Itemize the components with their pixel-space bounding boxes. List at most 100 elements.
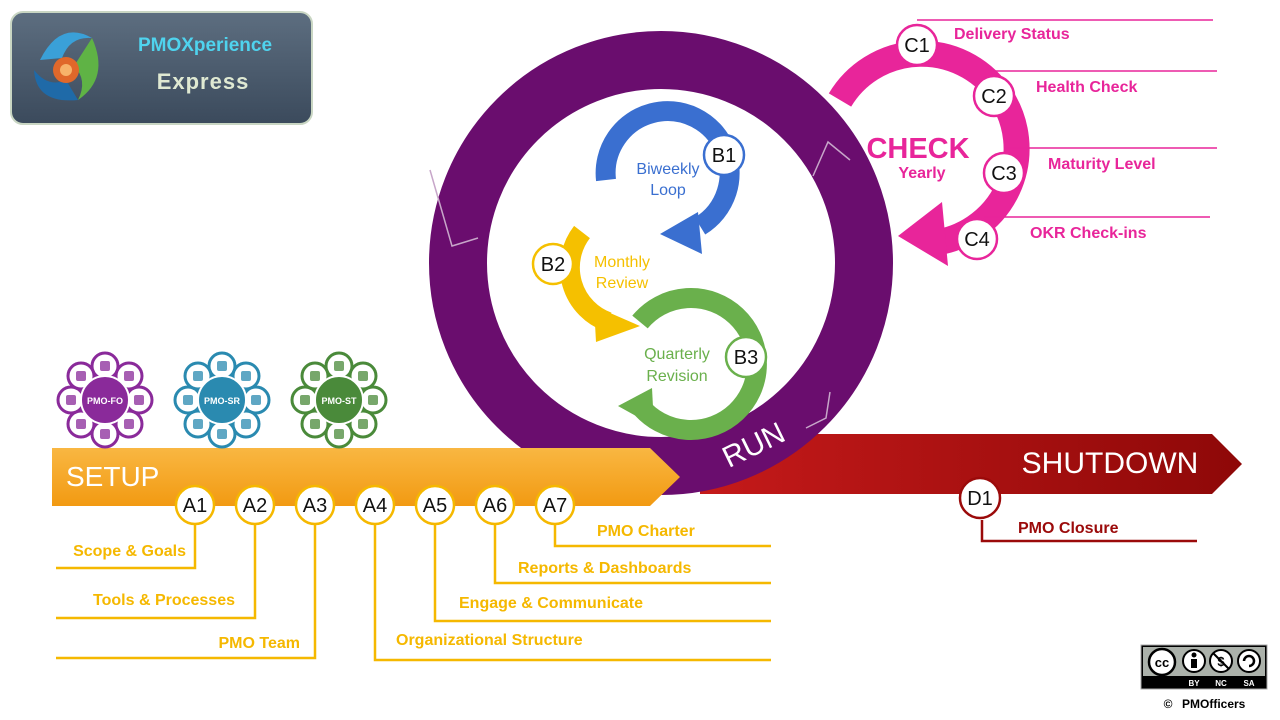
run-ring-arrowhead-bottom xyxy=(805,391,831,429)
node-c1-circle xyxy=(895,23,939,67)
node-c4-circle xyxy=(955,217,999,261)
node-a3-circle xyxy=(294,484,336,526)
node-b2[interactable]: B2 xyxy=(531,242,575,286)
node-b1[interactable]: B1 xyxy=(702,133,746,177)
node-b3-text-line1: Quarterly xyxy=(644,346,710,363)
badge-petal-glyph-icon xyxy=(368,395,378,405)
node-a6-text: Reports & Dashboards xyxy=(518,560,691,577)
node-a1-text: Scope & Goals xyxy=(73,543,186,560)
logo-title: PMOXperience xyxy=(138,35,272,56)
badge-core xyxy=(197,375,247,425)
node-c1-id: C1 xyxy=(904,35,930,57)
node-a5-id: A5 xyxy=(423,495,447,517)
badge-petal-glyph-icon xyxy=(217,429,227,439)
node-a2-text: Tools & Processes xyxy=(93,592,235,609)
badge-petal-glyph-icon xyxy=(241,371,251,381)
setup-connectors xyxy=(56,522,771,662)
node-c4-text: OKR Check-ins xyxy=(1030,225,1147,242)
logo-background xyxy=(10,11,313,125)
node-c2-text: Health Check xyxy=(1036,79,1137,96)
node-a3-text: PMO Team xyxy=(219,635,301,652)
badge-petal-glyph-icon xyxy=(100,361,110,371)
license-sa: SA xyxy=(1243,679,1254,688)
node-c3[interactable]: C3 xyxy=(982,151,1026,195)
badge-petal-glyph-icon xyxy=(358,371,368,381)
cc-license-badge: cc $ BY NC SA © PMOfficers xyxy=(1140,644,1268,711)
node-b2-id: B2 xyxy=(541,254,565,276)
node-c1[interactable]: C1 xyxy=(895,23,939,67)
node-a6[interactable]: A6 xyxy=(474,484,516,526)
node-a1[interactable]: A1 xyxy=(174,484,216,526)
check-arrowhead xyxy=(898,202,948,266)
badge-petal-glyph-icon xyxy=(310,371,320,381)
node-c3-circle xyxy=(982,151,1026,195)
node-a6-circle xyxy=(474,484,516,526)
node-c2[interactable]: C2 xyxy=(972,74,1016,118)
connector-a4 xyxy=(373,522,771,662)
node-c3-id: C3 xyxy=(991,163,1017,185)
badge-petal-glyph-icon xyxy=(124,371,134,381)
copyright-symbol: © xyxy=(1164,697,1173,711)
badge-petal-glyph-icon xyxy=(358,419,368,429)
node-a1-circle xyxy=(174,484,216,526)
sa-icon xyxy=(1237,649,1261,673)
connector-d1 xyxy=(980,520,1197,543)
badge-core xyxy=(314,375,364,425)
badge-petal-glyph-icon xyxy=(124,419,134,429)
check-sublabel: Yearly xyxy=(898,165,945,182)
node-a5-circle xyxy=(414,484,456,526)
node-a2-id: A2 xyxy=(243,495,267,517)
badge-label: PMO-FO xyxy=(87,396,123,406)
badge-petal-glyph-icon xyxy=(334,361,344,371)
node-b1-circle xyxy=(702,133,746,177)
node-c2-circle xyxy=(972,74,1016,118)
node-a6-id: A6 xyxy=(483,495,507,517)
connector-a1 xyxy=(56,522,197,570)
node-a3[interactable]: A3 xyxy=(294,484,336,526)
node-b3-id: B3 xyxy=(734,347,758,369)
shutdown-phase: SHUTDOWN xyxy=(700,434,1242,494)
node-b2-text-line2: Review xyxy=(596,275,649,292)
connector-a7 xyxy=(553,522,771,548)
node-b3[interactable]: B3 xyxy=(724,335,768,379)
badge-petal-glyph-icon xyxy=(193,419,203,429)
node-a1-id: A1 xyxy=(183,495,207,517)
badge-petal-glyph-icon xyxy=(217,361,227,371)
by-icon-body xyxy=(1191,659,1197,668)
check-label: CHECK xyxy=(866,133,969,165)
connector-a3 xyxy=(56,522,317,660)
node-a2[interactable]: A2 xyxy=(234,484,276,526)
b1-loop-arrowhead xyxy=(660,212,702,254)
node-d1-id: D1 xyxy=(967,488,993,510)
copyright-owner: PMOfficers xyxy=(1182,697,1246,711)
node-a7[interactable]: A7 xyxy=(534,484,576,526)
node-a5[interactable]: A5 xyxy=(414,484,456,526)
node-a4-text: Organizational Structure xyxy=(396,632,583,649)
node-b2-circle xyxy=(531,242,575,286)
logo: PMOXperience Express xyxy=(10,11,313,125)
b2-loop-arrowhead xyxy=(594,306,640,342)
node-b1-id: B1 xyxy=(712,145,736,167)
badge-pmo-fo: PMO-FO xyxy=(56,351,154,449)
node-c1-text: Delivery Status xyxy=(954,26,1070,43)
node-a4-circle xyxy=(354,484,396,526)
license-by: BY xyxy=(1188,679,1200,688)
node-c2-id: C2 xyxy=(981,86,1007,108)
by-icon-head xyxy=(1191,652,1197,658)
check-connectors xyxy=(917,19,1217,218)
badge-pmo-st: PMO-ST xyxy=(290,351,388,449)
node-a3-id: A3 xyxy=(303,495,327,517)
node-b1-text-line1: Biweekly xyxy=(636,161,699,178)
node-a4[interactable]: A4 xyxy=(354,484,396,526)
cc-icon xyxy=(1147,647,1177,677)
badge-petal-glyph-icon xyxy=(100,429,110,439)
badge-petal-glyph-icon xyxy=(193,371,203,381)
node-c4[interactable]: C4 xyxy=(955,217,999,261)
badge-petal-glyph-icon xyxy=(241,419,251,429)
badge-petal-glyph-icon xyxy=(251,395,261,405)
shutdown-arrow xyxy=(700,434,1242,494)
run-ring-arrowhead-top xyxy=(812,140,851,177)
badge-petal-glyph-icon xyxy=(76,419,86,429)
node-d1[interactable]: D1 xyxy=(958,476,1002,520)
setup-label: SETUP xyxy=(66,461,159,492)
